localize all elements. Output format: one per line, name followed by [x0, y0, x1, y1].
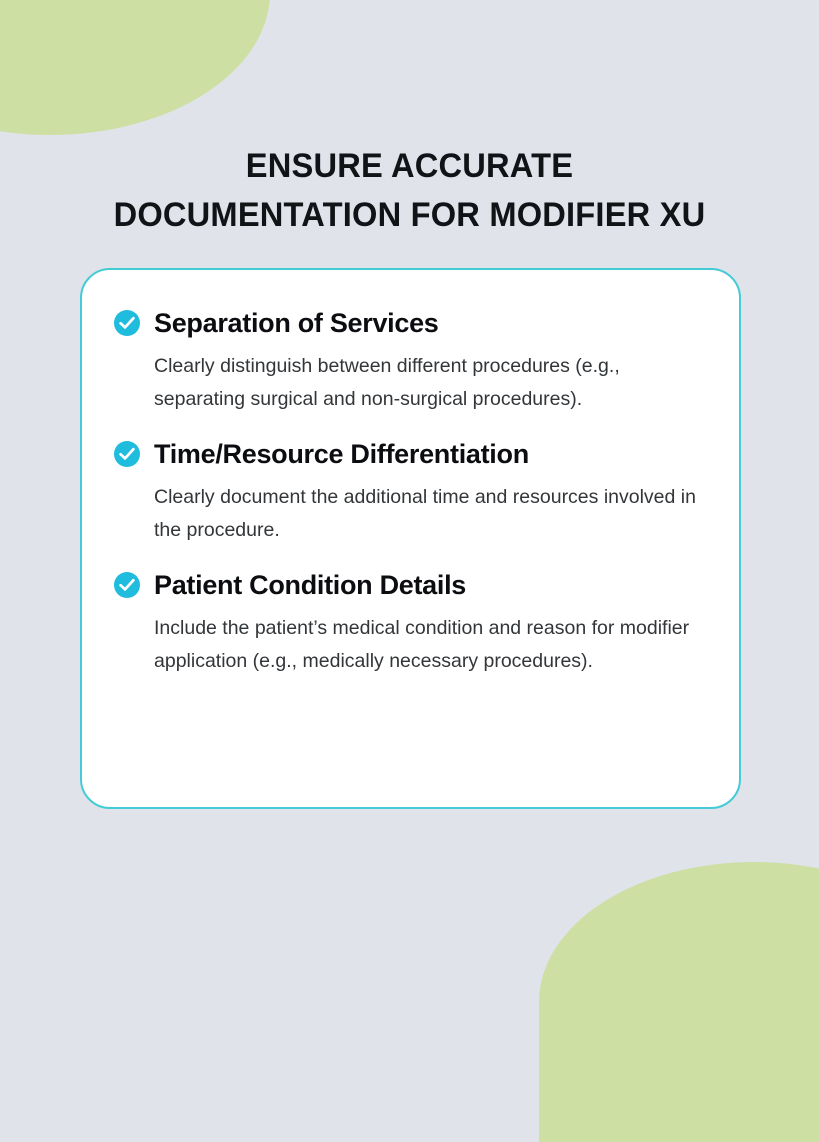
- list-item-description: Include the patient’s medical condition …: [154, 617, 690, 672]
- list-item-heading-row: Separation of Services: [114, 308, 705, 338]
- list-item-description: Clearly document the additional time and…: [154, 486, 696, 541]
- check-circle-icon: [114, 310, 140, 336]
- list-item-heading-row: Patient Condition Details: [114, 570, 705, 600]
- list-item: Separation of Services Clearly distingui…: [114, 308, 705, 415]
- documentation-requirements-card: Separation of Services Clearly distingui…: [80, 268, 741, 809]
- list-item-description: Clearly distinguish between different pr…: [154, 355, 620, 410]
- list-item: Time/Resource Differentiation Clearly do…: [114, 439, 705, 546]
- check-circle-icon: [114, 441, 140, 467]
- page-title-line-2: DOCUMENTATION FOR MODIFIER XU: [113, 196, 706, 234]
- list-item-heading-row: Time/Resource Differentiation: [114, 439, 705, 469]
- page-title: ENSURE ACCURATE DOCUMENTATION FOR MODIFI…: [16, 142, 802, 240]
- list-item-title: Separation of Services: [154, 308, 439, 338]
- decorative-green-shape-bottom-right: [539, 862, 819, 1142]
- page-title-line-1: ENSURE ACCURATE: [245, 147, 574, 185]
- check-circle-icon: [114, 572, 140, 598]
- list-item: Patient Condition Details Include the pa…: [114, 570, 705, 677]
- list-item-title: Time/Resource Differentiation: [154, 439, 529, 469]
- list-item-title: Patient Condition Details: [154, 570, 467, 600]
- decorative-green-shape-top-left: [0, 0, 270, 135]
